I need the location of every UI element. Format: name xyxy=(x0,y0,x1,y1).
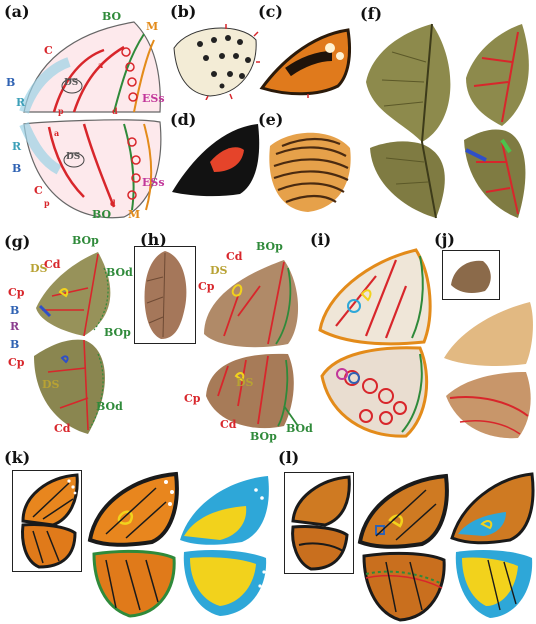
inset-frame-h xyxy=(134,246,196,344)
label-r-top: R xyxy=(16,96,25,109)
panel-label-k: (k) xyxy=(4,448,30,467)
h-label-cd-bottom: Cd xyxy=(220,418,236,431)
panel-label-g: (g) xyxy=(4,232,30,251)
h-label-ds-bottom: DS xyxy=(236,376,253,389)
label-ess-top: ESs xyxy=(142,92,165,105)
g-label-cp-top: Cp xyxy=(8,286,24,299)
label-p-bottom: p xyxy=(44,198,50,208)
label-m-bottom: M xyxy=(128,208,140,221)
g-label-b-top: B xyxy=(10,304,19,317)
g-label-bop-bottom: BOp xyxy=(104,326,131,339)
panel-label-l: (l) xyxy=(278,448,299,467)
h-label-cp-top: Cp xyxy=(198,280,214,293)
g-label-cd: Cd xyxy=(44,258,60,271)
h-label-cp-bottom: Cp xyxy=(184,392,200,405)
panel-label-c: (c) xyxy=(258,2,283,21)
g-label-cp-bottom: Cp xyxy=(8,356,24,369)
g-label-bop-top: BOp xyxy=(72,234,99,247)
panel-label-b: (b) xyxy=(170,2,196,21)
g-label-ds-bottom: DS xyxy=(42,378,59,391)
inset-frame-k xyxy=(12,470,82,572)
label-c-bottom: C xyxy=(34,184,43,197)
label-d-top: d xyxy=(112,106,118,116)
label-ds-bottom: DS xyxy=(66,152,80,162)
label-bo-bottom: BO xyxy=(92,208,111,221)
wing-photo-k-colorized xyxy=(176,472,272,620)
panel-label-f: (f) xyxy=(360,4,382,23)
label-ds-top: DS xyxy=(64,78,78,88)
label-ess-bottom: ESs xyxy=(142,176,165,189)
h-label-cd-top: Cd xyxy=(226,250,242,263)
h-label-bop-bottom: BOp xyxy=(250,430,277,443)
wing-photo-f-plain xyxy=(362,22,462,220)
wing-photo-j xyxy=(440,298,536,442)
g-label-bod-bottom: BOd xyxy=(96,400,123,413)
wing-photo-l-colorized xyxy=(448,470,536,622)
g-label-r: R xyxy=(10,320,19,333)
label-d-bottom: d xyxy=(110,198,116,208)
wing-photo-e xyxy=(262,124,354,214)
wing-photo-f-annotated xyxy=(462,22,532,220)
wing-photo-i xyxy=(316,246,434,440)
h-label-bod: BOd xyxy=(286,422,313,435)
label-b-bottom: B xyxy=(12,162,21,175)
wing-photo-d xyxy=(170,122,262,198)
label-a-bottom: a xyxy=(54,128,59,138)
g-label-bod-top: BOd xyxy=(106,266,133,279)
label-bo-top: BO xyxy=(102,10,121,23)
g-label-b-bottom: B xyxy=(10,338,19,351)
wing-photo-h xyxy=(198,256,308,446)
label-r-bottom: R xyxy=(12,140,21,153)
label-p-top: p xyxy=(58,106,64,116)
wing-photo-c xyxy=(258,26,354,98)
h-label-ds-top: DS xyxy=(210,264,227,277)
g-label-cd-bottom: Cd xyxy=(54,422,70,435)
label-b-top: B xyxy=(6,76,15,89)
wing-photo-b xyxy=(170,20,260,100)
wing-photo-l-annotated xyxy=(356,470,450,624)
label-c-top: C xyxy=(44,44,53,57)
inset-frame-j xyxy=(442,250,500,300)
panel-label-j: (j) xyxy=(434,230,455,249)
label-m-top: M xyxy=(146,20,158,33)
groundplan-diagram: BO M C B R DS ESs a p d R B C DS ESs BO … xyxy=(14,12,164,222)
h-label-bop-top: BOp xyxy=(256,240,283,253)
label-a-top: a xyxy=(98,60,103,70)
inset-frame-l xyxy=(284,472,354,574)
wing-photo-k-annotated xyxy=(86,468,180,620)
